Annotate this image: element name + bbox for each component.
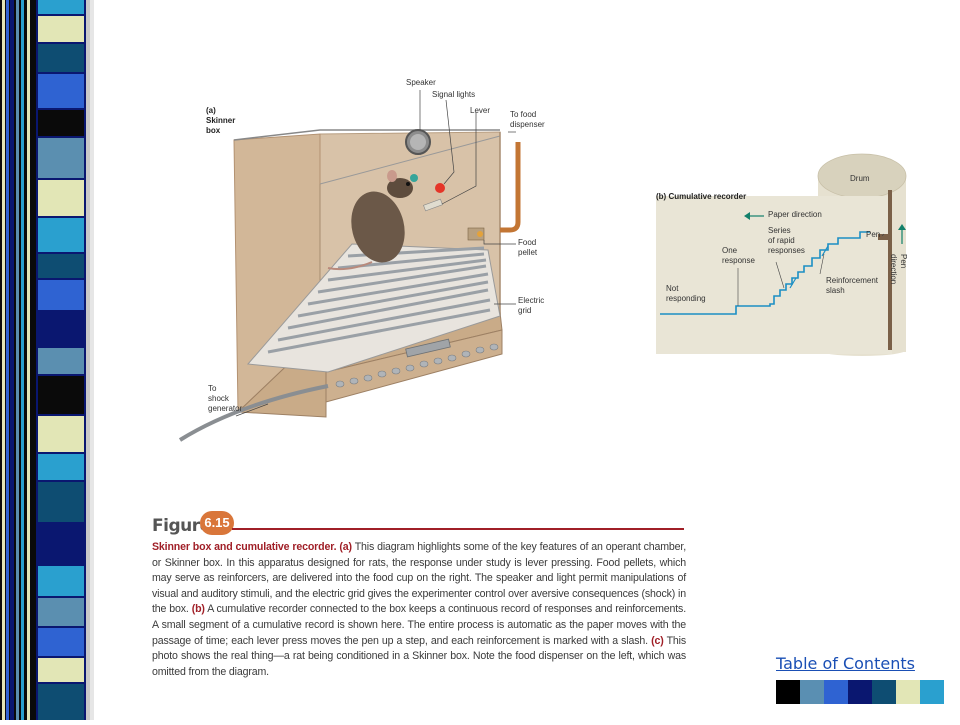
figure-word: Figure — [152, 516, 211, 536]
figure-number-badge: 6.15 — [200, 511, 234, 535]
label-not-responding: Not responding — [666, 284, 706, 303]
figure-a-tag: (a) Skinner box — [206, 106, 236, 135]
label-lever: Lever — [470, 106, 491, 115]
cumulative-recorder-illustration — [656, 153, 907, 356]
figure-caption: Figure 6.15 Skinner box and cumulative r… — [150, 510, 690, 690]
caption-part-a: (a) — [339, 541, 352, 553]
skinner-box-figure: (a) Skinner box Speaker Signal lights Le… — [178, 72, 558, 452]
stripe-graphic — [0, 0, 106, 720]
cumulative-recorder-figure: Drum (b) Cumulative recorder Paper direc… — [656, 150, 912, 356]
caption-part-b: (b) — [191, 603, 205, 616]
nav-square-4 — [848, 680, 872, 704]
decorative-stripe — [0, 0, 106, 720]
label-series: Series of rapid responses — [768, 226, 805, 255]
nav-square-5 — [872, 680, 896, 704]
skinner-box-illustration — [178, 90, 521, 442]
label-reinforcement-slash: Reinforcement slash — [826, 276, 879, 295]
label-speaker: Speaker — [406, 78, 436, 87]
label-food-dispenser: To food dispenser — [510, 110, 545, 129]
nav-square-3 — [824, 680, 848, 704]
caption-text-3: This photo shows the real thing—a rat be… — [152, 634, 686, 678]
caption-part-c: (c) — [651, 634, 664, 647]
label-drum: Drum — [850, 174, 870, 183]
label-shock-generator: To shock generator — [208, 384, 243, 413]
label-pen: Pen — [866, 230, 881, 239]
caption-text-2: A cumulative recorder connected to the b… — [152, 603, 686, 647]
label-signal-lights: Signal lights — [432, 90, 476, 99]
nav-square-7 — [920, 680, 944, 704]
caption-title: Skinner box and cumulative recorder. — [152, 541, 337, 553]
nav-square-1 — [776, 680, 800, 704]
nav-square-6 — [896, 680, 920, 704]
label-food-pellet: Food pellet — [518, 238, 538, 257]
caption-text-1: This diagram highlights some of the key … — [152, 541, 687, 616]
caption-header: Figure 6.15 — [152, 510, 692, 538]
caption-rule — [232, 528, 684, 530]
nav-square-2 — [800, 680, 824, 704]
nav-color-squares — [776, 680, 944, 704]
label-electric-grid: Electric grid — [518, 296, 545, 315]
label-pen-direction: Pen direction — [889, 254, 908, 285]
figure-b-title: (b) Cumulative recorder — [656, 192, 747, 201]
label-one-response: One response — [722, 246, 755, 265]
label-paper-direction: Paper direction — [768, 210, 822, 219]
caption-text: Skinner box and cumulative recorder. (a)… — [152, 540, 686, 680]
table-of-contents-link[interactable]: Table of Contents — [776, 654, 915, 673]
